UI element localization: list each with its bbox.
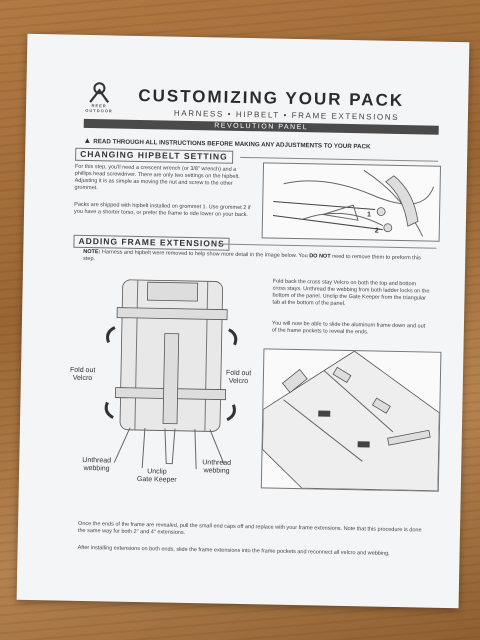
note-label: NOTE: — [83, 248, 101, 256]
frame-note: NOTE: Harness and hipbelt were removed t… — [83, 249, 433, 270]
section-heading-hipbelt: CHANGING HIPBELT SETTING — [75, 147, 233, 164]
label-fold-left: Fold out Velcro — [69, 366, 96, 383]
grommet-callout-2: 2 — [374, 227, 379, 235]
grommet-callout-1: 1 — [366, 211, 372, 219]
page-subtitle: HARNESS • HIPBELT • FRAME EXTENSIONS — [173, 108, 400, 122]
label-unthread-left: Unthread webbing — [82, 456, 112, 473]
section-rule — [240, 156, 439, 162]
instruction-sheet: REER OUTDOOR CUSTOMIZING YOUR PACK HARNE… — [16, 33, 470, 609]
brand-logo: REER OUTDOOR — [84, 81, 115, 114]
hipbelt-paragraph-1: For this step, you'll need a crescent wr… — [74, 163, 240, 192]
label-unthread-right: Unthread webbing — [202, 459, 232, 475]
footer-paragraph-2: After installing extensions on both ends… — [77, 544, 390, 557]
logo-text: REER OUTDOOR — [85, 103, 113, 114]
note-text: Harness and hipbelt were removed to help… — [101, 249, 308, 260]
footer-paragraph-1: Once the ends of the frame are revealed,… — [77, 520, 422, 536]
page-title: CUSTOMIZING YOUR PACK — [138, 85, 405, 111]
frame-closeup-illustration — [260, 348, 442, 492]
label-fold-right: Fold out Velcro — [225, 369, 252, 386]
frame-paragraph-2: You will now be able to slide the alumin… — [271, 320, 426, 336]
hipbelt-illustration: 1 2 — [261, 162, 442, 242]
frame-panel-diagram: Fold out Velcro Fold out Velcro Unthread… — [70, 267, 268, 481]
mountain-logo-icon — [89, 82, 110, 104]
hipbelt-paragraph-2: Packs are shipped with hipbelt installed… — [74, 201, 251, 219]
warning-icon: ▲ — [83, 135, 92, 146]
note-emphasis: DO NOT — [309, 253, 331, 260]
section-rule — [218, 243, 437, 249]
frame-paragraph-1: Fold back the cross stay Velcro on both … — [272, 278, 430, 307]
label-unclip: Unclip Gate Keeper — [136, 468, 177, 484]
